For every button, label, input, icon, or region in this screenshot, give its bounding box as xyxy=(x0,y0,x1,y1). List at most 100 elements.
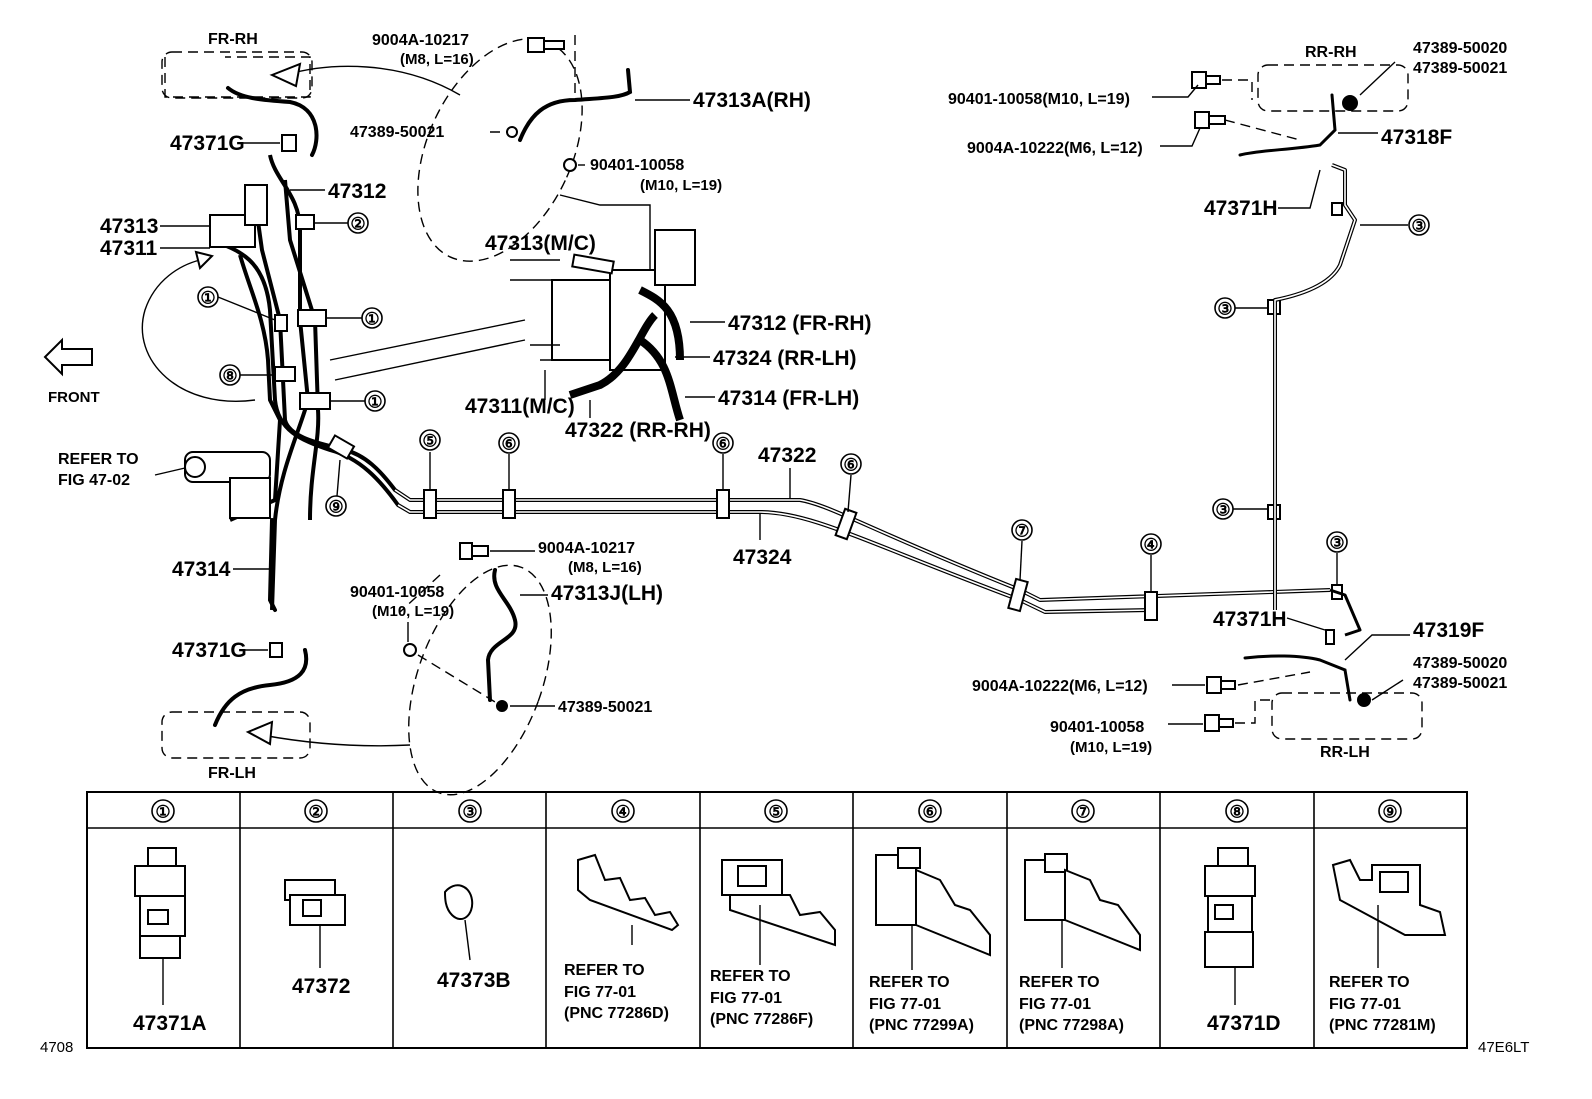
hose-47313a-label: 47313A(RH) xyxy=(693,89,811,112)
table-header-7: ⑦ xyxy=(1075,803,1090,822)
table-header-8: ⑧ xyxy=(1229,803,1244,822)
clip-47389-50021-mid: 47389-50021 xyxy=(558,699,652,716)
bolt-spec-top: (M8, L=16) xyxy=(400,51,474,68)
table-cell-5-line2: FIG 77-01 xyxy=(710,990,782,1007)
table-header-4: ④ xyxy=(615,803,630,822)
callout-1-c: ① xyxy=(367,393,382,412)
callout-6-b: ⑥ xyxy=(715,435,730,454)
bolt-icon xyxy=(563,158,577,172)
clip-icon xyxy=(496,700,508,712)
bolt-icon xyxy=(1206,676,1236,694)
rr-bolt-spec-b: (M10, L=19) xyxy=(1070,739,1152,756)
rr-clip-47389-50021-a: 47389-50021 xyxy=(1413,60,1507,77)
callout-1-b: ① xyxy=(364,310,379,329)
clip-icon xyxy=(281,134,297,152)
bolt-9004a-10217-top: 9004A-10217 xyxy=(372,32,469,49)
figure-code-left: 4708 xyxy=(40,1039,73,1056)
part-47311-mc: 47311(M/C) xyxy=(465,395,575,418)
callout-3-d: ③ xyxy=(1329,534,1344,553)
table-cell-9-line1: REFER TO xyxy=(1329,974,1410,991)
table-cell-7-line2: FIG 77-01 xyxy=(1019,996,1091,1013)
clamp-pnc-77281m-icon xyxy=(1331,858,1447,968)
table-cell-7-line1: REFER TO xyxy=(1019,974,1100,991)
fr-rh-label: FR-RH xyxy=(208,31,258,48)
part-47312-frrh: 47312 (FR-RH) xyxy=(728,312,872,335)
callout-3-b: ③ xyxy=(1217,300,1232,319)
pipe-clips xyxy=(274,202,1343,621)
table-cell-6-line1: REFER TO xyxy=(869,974,950,991)
table-cell-6-line3: (PNC 77299A) xyxy=(869,1017,974,1034)
table-header-9: ⑨ xyxy=(1382,803,1397,822)
clip-icon xyxy=(269,642,283,658)
callout-7: ⑦ xyxy=(1014,522,1029,541)
bolt-icon xyxy=(403,643,417,657)
master-cylinder-detail xyxy=(329,194,696,422)
callout-5: ⑤ xyxy=(422,432,437,451)
clip-47373b-icon xyxy=(443,884,474,961)
rr-clip-47389-50021-b: 47389-50021 xyxy=(1413,675,1507,692)
table-cell-8-line1: 47371D xyxy=(1207,1012,1281,1035)
table-cell-9-line2: FIG 77-01 xyxy=(1329,996,1401,1013)
table-cell-3-line1: 47373B xyxy=(437,969,511,992)
table-cell-1-line1: 47371A xyxy=(133,1012,207,1035)
callout-6-c: ⑥ xyxy=(843,456,858,475)
rr-clip-47389-50020-a: 47389-50020 xyxy=(1413,40,1507,57)
clip-47371d-icon xyxy=(1204,847,1256,1005)
table-cell-5-line1: REFER TO xyxy=(710,968,791,985)
bolt-icon xyxy=(527,37,565,53)
fr-rh-area: FR-RH xyxy=(161,31,461,157)
table-cell-7-line3: (PNC 77298A) xyxy=(1019,1017,1124,1034)
callout-4: ④ xyxy=(1143,536,1158,555)
callout-1-a: ① xyxy=(200,289,215,308)
fr-lh-label: FR-LH xyxy=(208,765,256,782)
rr-rh-label: RR-RH xyxy=(1305,44,1357,61)
clamp-pnc-77286d-icon xyxy=(577,853,680,945)
clip-47372-icon xyxy=(284,879,346,968)
table-headers: ① ② ③ ④ ⑤ ⑥ ⑦ ⑧ ⑨ xyxy=(151,799,1402,823)
callout-3-a: ③ xyxy=(1411,217,1426,236)
arrow-icon xyxy=(245,720,274,746)
table-header-3: ③ xyxy=(462,803,477,822)
part-47324-rrlh: 47324 (RR-LH) xyxy=(713,347,857,370)
clip-icon xyxy=(506,126,518,138)
refer-to-label: REFER TO xyxy=(58,451,139,468)
master-cylinder-lines xyxy=(184,154,1331,614)
rr-bolt-90401-10058-b: 90401-10058 xyxy=(1050,719,1144,736)
bolt-spec-top-m10: (M10, L=19) xyxy=(640,177,722,194)
clip-47371g-top-label: 47371G xyxy=(170,132,245,155)
callout-6-a: ⑥ xyxy=(501,435,516,454)
callout-8: ⑧ xyxy=(222,367,237,386)
table-header-5: ⑤ xyxy=(768,803,783,822)
clamp-pnc-77299a-icon xyxy=(875,847,991,970)
hose-47318f-label: 47318F xyxy=(1381,126,1452,149)
clamp-pnc-77286f-icon xyxy=(721,859,836,965)
bolt-90401-10058-top: 90401-10058 xyxy=(590,157,684,174)
bolt-90401-10058-mid: 90401-10058 xyxy=(350,584,444,601)
part-47324: 47324 xyxy=(733,546,792,569)
table-cell-5-line3: (PNC 77286F) xyxy=(710,1011,813,1028)
bolt-icon xyxy=(1191,71,1221,89)
hose-47313j-label: 47313J(LH) xyxy=(551,582,663,605)
clamp-pnc-77298a-icon xyxy=(1024,853,1141,968)
clip-47371g-bot-label: 47371G xyxy=(172,639,247,662)
callout-3-c: ③ xyxy=(1215,501,1230,520)
part-47322: 47322 xyxy=(758,444,816,467)
table-cell-9-line3: (PNC 77281M) xyxy=(1329,1017,1436,1034)
callout-2: ② xyxy=(350,215,365,234)
bolt-icon xyxy=(459,542,489,560)
part-47314-frlh: 47314 (FR-LH) xyxy=(718,387,859,410)
callouts: ② ① ① ⑧ ① ⑨ ⑤ ⑥ ⑥ ⑥ ⑦ ④ ③ ③ ③ ③ xyxy=(197,212,1430,592)
hose-47319f-label: 47319F xyxy=(1413,619,1484,642)
refer-fig-47-02: FIG 47-02 xyxy=(58,472,130,489)
table-cell-4-line2: FIG 77-01 xyxy=(564,984,636,1001)
clip-47371h-top-label: 47371H xyxy=(1204,197,1278,220)
arrow-icon xyxy=(269,62,302,88)
callout-9: ⑨ xyxy=(328,498,343,517)
figure-code-right: 47E6LT xyxy=(1478,1039,1529,1056)
clip-icon xyxy=(1357,693,1371,707)
bolt-spec-mid: (M10, L=19) xyxy=(372,603,454,620)
front-label: FRONT xyxy=(48,389,100,406)
rr-clip-47389-50020-b: 47389-50020 xyxy=(1413,655,1507,672)
table-cell-2-line1: 47372 xyxy=(292,975,350,998)
